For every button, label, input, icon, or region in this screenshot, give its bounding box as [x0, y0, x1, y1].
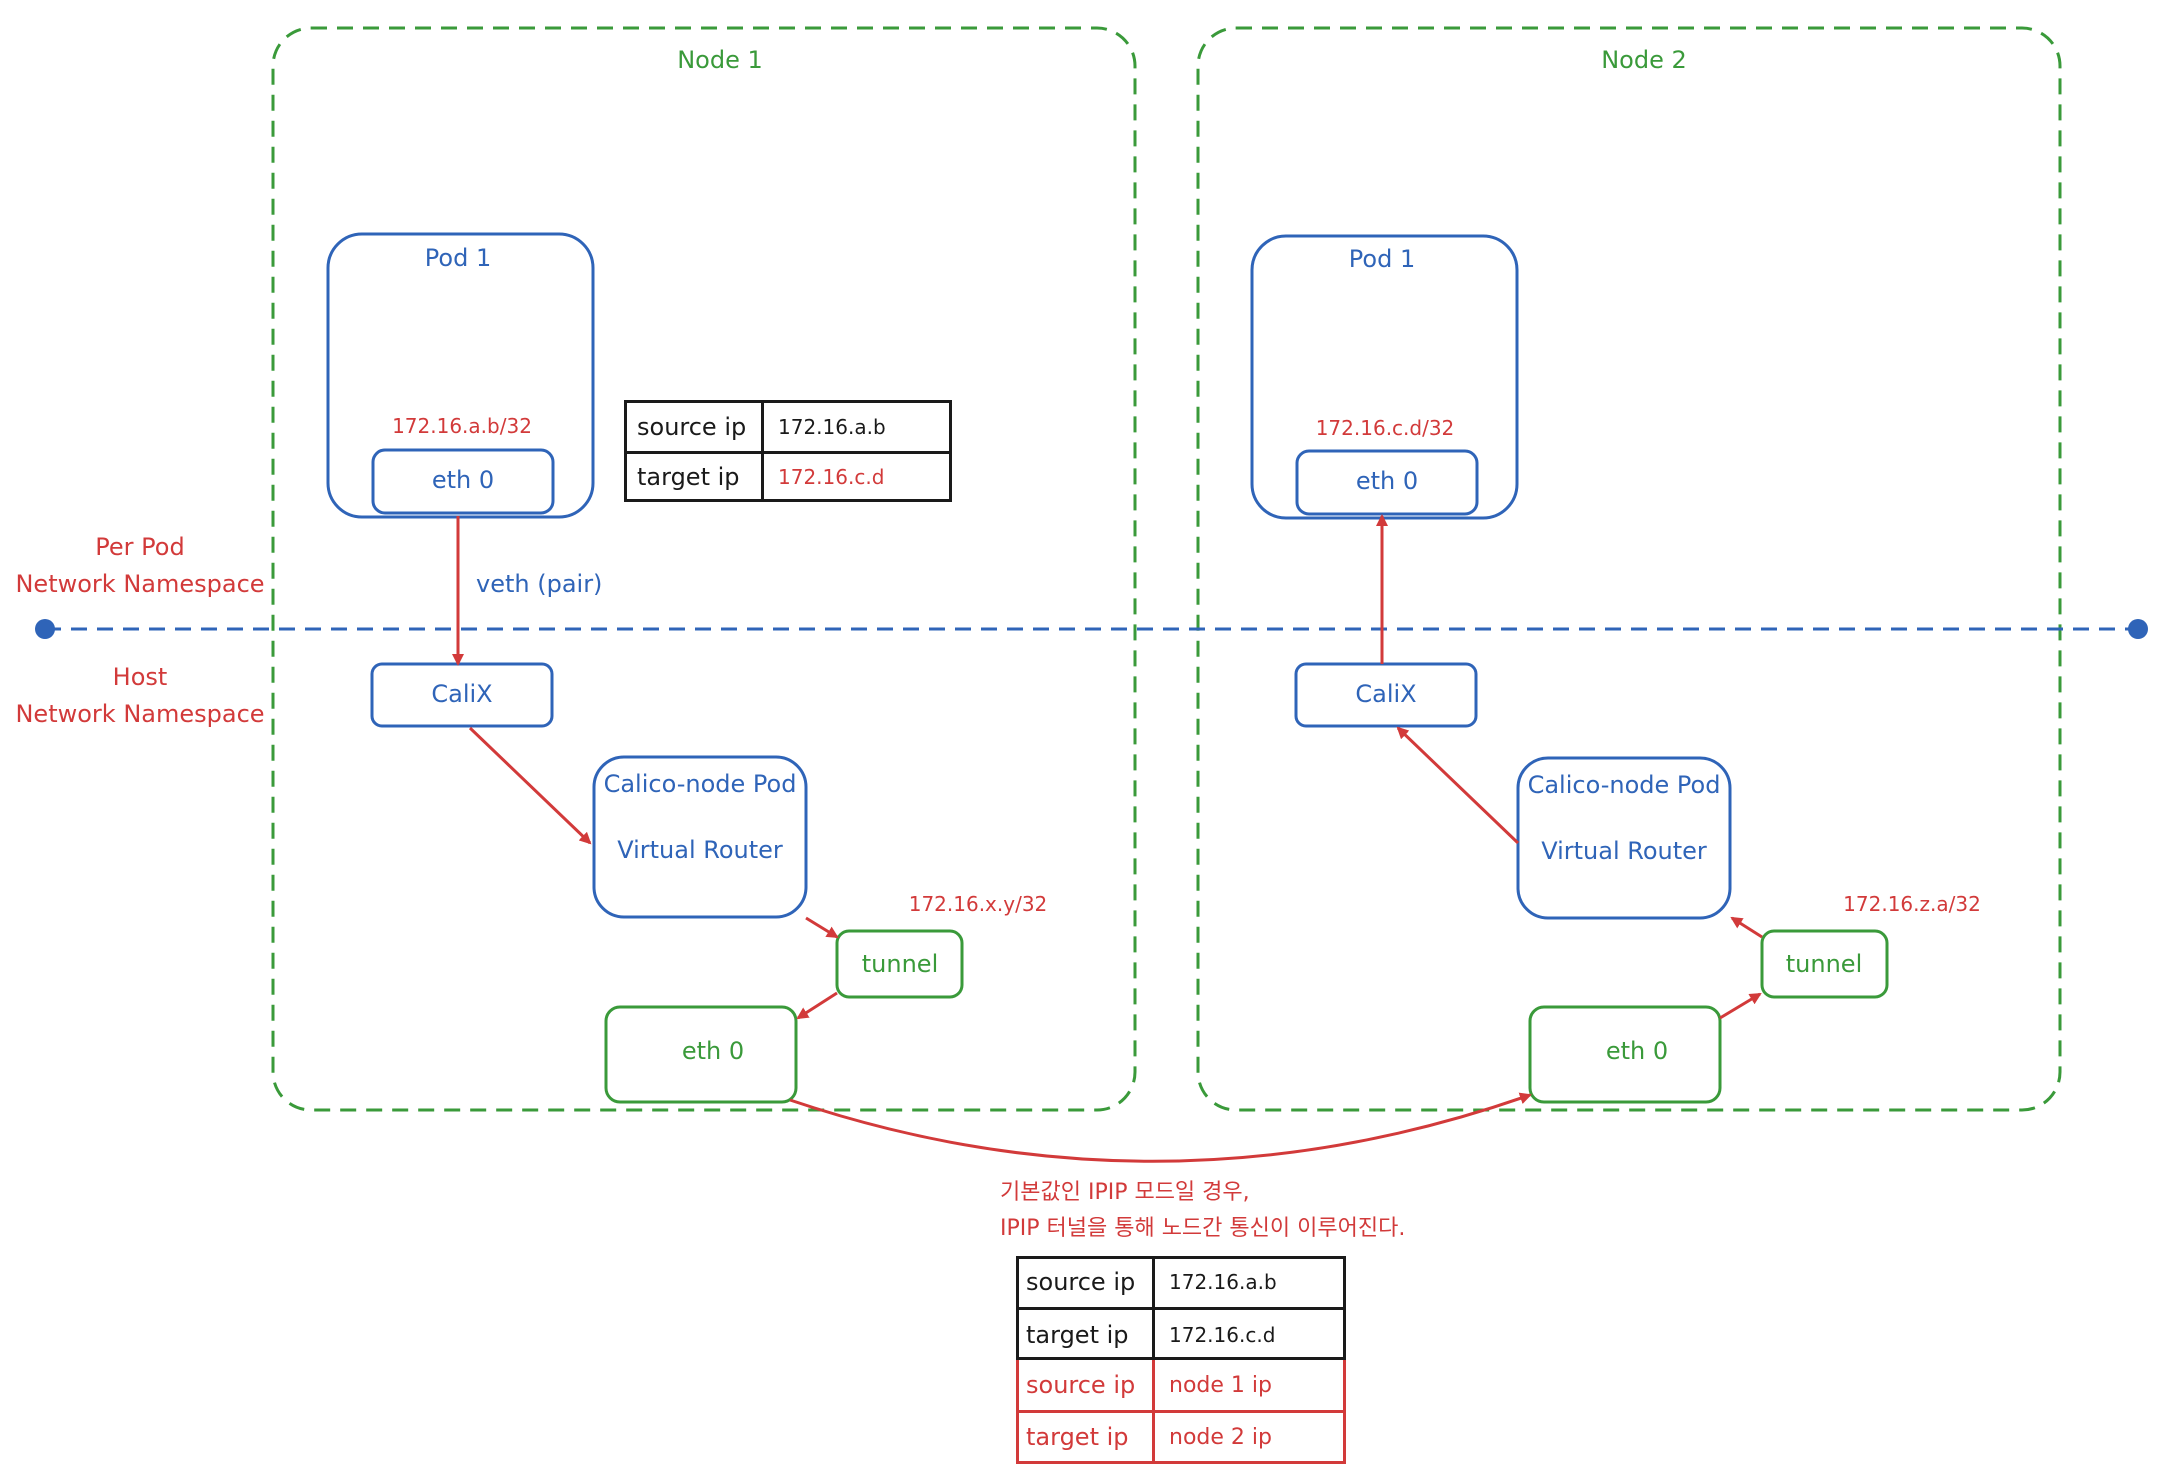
- outer-table-key-2: source ip: [1026, 1371, 1136, 1399]
- outer-table-key-3: target ip: [1026, 1423, 1129, 1451]
- node1-veth-label: veth (pair): [476, 570, 603, 598]
- inner-table-value-0: 172.16.a.b: [778, 415, 886, 439]
- node2-tunnel-box: [1760, 929, 1889, 999]
- arrow-tunnel-to-calico-2: [1730, 916, 1763, 939]
- outer-ip-table: source ip 172.16.a.b target ip 172.16.c.…: [1016, 1256, 1346, 1464]
- node2-calix-box: [1294, 662, 1478, 728]
- node2-title: Node 2: [1601, 46, 1687, 74]
- divider-left-dot: [35, 619, 55, 639]
- per-pod-label-line2: Network Namespace: [15, 570, 265, 598]
- node1-title: Node 1: [677, 46, 763, 74]
- node2-container: [1196, 26, 2062, 1112]
- node1-pod-eth0-box: [371, 448, 555, 515]
- inner-ip-table: source ip 172.16.a.b target ip 172.16.c.…: [624, 400, 952, 502]
- node1-tunnel-ip: 172.16.x.y/32: [908, 892, 1048, 916]
- outer-table-value-1: 172.16.c.d: [1169, 1323, 1276, 1347]
- node2-calix: CaliX: [1355, 680, 1417, 708]
- node2-tunnel-ip: 172.16.z.a/32: [1843, 892, 1981, 916]
- host-label-line1: Host: [112, 663, 168, 691]
- node2-pod-title: Pod 1: [1348, 245, 1416, 273]
- node1-calix: CaliX: [431, 680, 493, 708]
- outer-table-key-0: source ip: [1026, 1268, 1136, 1296]
- ipip-note-line2: IPIP 터널을 통해 노드간 통신이 이루어진다.: [1000, 1216, 1406, 1241]
- arrow-tunnel-to-eth0-1: [796, 991, 838, 1020]
- arrow-calico-to-calix-2: [1396, 726, 1520, 845]
- outer-table-value-2: node 1 ip: [1169, 1372, 1272, 1398]
- outer-table-value-0: 172.16.a.b: [1169, 1270, 1277, 1294]
- node1-container: [271, 26, 1137, 1112]
- node2-pod-eth0: eth 0: [1355, 467, 1419, 495]
- inner-table-value-1: 172.16.c.d: [778, 464, 885, 489]
- per-pod-label-line1: Per Pod: [95, 533, 185, 561]
- outer-table-key-1: target ip: [1026, 1321, 1129, 1349]
- host-label-line2: Network Namespace: [15, 700, 265, 728]
- node1-pod-eth0: eth 0: [431, 466, 495, 494]
- node1-host-eth0: eth 0: [681, 1037, 745, 1065]
- node1-calico-title: Calico-node Pod: [603, 770, 797, 798]
- node2-tunnel: tunnel: [1785, 950, 1863, 978]
- node2-host-eth0: eth 0: [1605, 1037, 1669, 1065]
- node1-pod-ip: 172.16.a.b/32: [392, 414, 532, 438]
- node2-calico-sub: Virtual Router: [1541, 837, 1707, 865]
- arrow-eth0-to-tunnel-2: [1719, 992, 1762, 1020]
- arrow-node1-to-node2: [789, 1092, 1532, 1163]
- arrow-calix-to-calico-1: [468, 726, 592, 845]
- ipip-note-line1: 기본값인 IPIP 모드일 경우,: [1000, 1180, 1250, 1205]
- node2-pod-ip: 172.16.c.d/32: [1315, 416, 1455, 440]
- inner-table-key-1: target ip: [637, 462, 740, 491]
- node1-tunnel: tunnel: [861, 950, 939, 978]
- node1-pod-box: [326, 232, 595, 519]
- arrow-calico-to-tunnel-1: [805, 916, 839, 939]
- node2-host-eth0-box: [1528, 1005, 1722, 1104]
- node1-host-eth0-box: [604, 1005, 798, 1104]
- node2-calico-title: Calico-node Pod: [1527, 771, 1721, 799]
- node1-tunnel-box: [835, 929, 964, 999]
- divider-right-dot: [2128, 619, 2148, 639]
- outer-table-value-3: node 2 ip: [1169, 1424, 1272, 1450]
- node2-calico-box: [1516, 756, 1732, 920]
- node1-calico-sub: Virtual Router: [617, 836, 783, 864]
- inner-table-key-0: source ip: [637, 413, 747, 441]
- node1-pod-title: Pod 1: [424, 244, 492, 272]
- node1-calico-box: [592, 755, 808, 919]
